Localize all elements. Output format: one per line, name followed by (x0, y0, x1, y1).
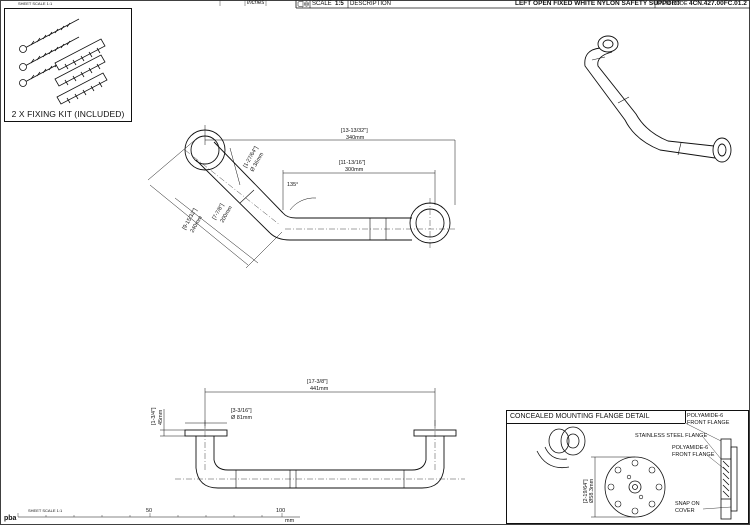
header-scale-label: SCALE (312, 1, 332, 7)
top-overall-in: [13-13/32"] (341, 128, 368, 134)
header-units: inches (247, 0, 265, 6)
front-height-mm: 45mm (158, 409, 164, 425)
fixing-kit-panel: 2 X FIXING KIT (INCLUDED) (4, 8, 132, 122)
detail-title-divider (507, 423, 685, 424)
detail-title: CONCEALED MOUNTING FLANGE DETAIL (510, 413, 650, 420)
detail-label-poly-front-2: POLYAMIDE-6 FRONT FLANGE (672, 445, 715, 458)
detail-label-snap-cover: SNAP ON COVER (675, 501, 700, 514)
detail-title-divider-v (685, 411, 686, 423)
top-angle: 135° (287, 182, 298, 188)
header-item-code: 4CN.427.00FC.01.2 (689, 0, 747, 7)
screw-icon (19, 18, 80, 87)
top-sheet-scale: SHEET SCALE 1:1 (18, 1, 53, 6)
top-straight-mm: 300mm (345, 167, 364, 173)
ruler-tick-100: 100 (276, 508, 285, 514)
detail-pcd-in: [2-19/64"] (583, 479, 589, 503)
detail-label-poly-front-1: POLYAMIDE-6 FRONT FLANGE (687, 413, 730, 426)
fixing-kit-illustration (19, 18, 108, 105)
header-description-label: DESCRIPTION (350, 1, 392, 7)
header-scale-value: 1:5 (335, 1, 344, 7)
wall-plug-icon (54, 38, 108, 105)
company-logo: pba (4, 515, 17, 522)
flange-hole-pattern (607, 459, 663, 515)
front-height-in: [1-3/4"] (151, 407, 157, 425)
mounting-flange-detail-panel: CONCEALED MOUNTING FLANGE DETAIL (506, 410, 749, 524)
detail-pcd-mm: Ø58.3mm (589, 478, 595, 503)
projection-symbol-icon (297, 0, 309, 8)
detail-label-steel-flange: STAINLESS STEEL FLANGE (635, 433, 708, 439)
ruler-tick-50: 50 (146, 508, 152, 514)
front-overall-in: [17-3/8"] (307, 379, 328, 385)
top-straight-in: [11-13/16"] (339, 160, 366, 166)
ruler-unit: mm (285, 518, 295, 524)
top-overall-mm: 340mm (346, 135, 365, 141)
flange-section-view (720, 438, 738, 520)
fixing-kit-caption: 2 X FIXING KIT (INCLUDED) (11, 109, 125, 119)
flange-detail-drawing: [2-19/64"] Ø58.3mm (536, 422, 738, 520)
ruler-label: SHEET SCALE 1:1 (28, 508, 63, 513)
header-item-code-label: ITEM CODE (657, 1, 688, 7)
header-description: LEFT OPEN FIXED WHITE NYLON SAFETY SUPPO… (515, 0, 681, 7)
front-flange-mm: Ø 81mm (231, 415, 253, 421)
front-flange-in: [3-3/16"] (231, 408, 252, 414)
front-overall-mm: 441mm (310, 386, 329, 392)
